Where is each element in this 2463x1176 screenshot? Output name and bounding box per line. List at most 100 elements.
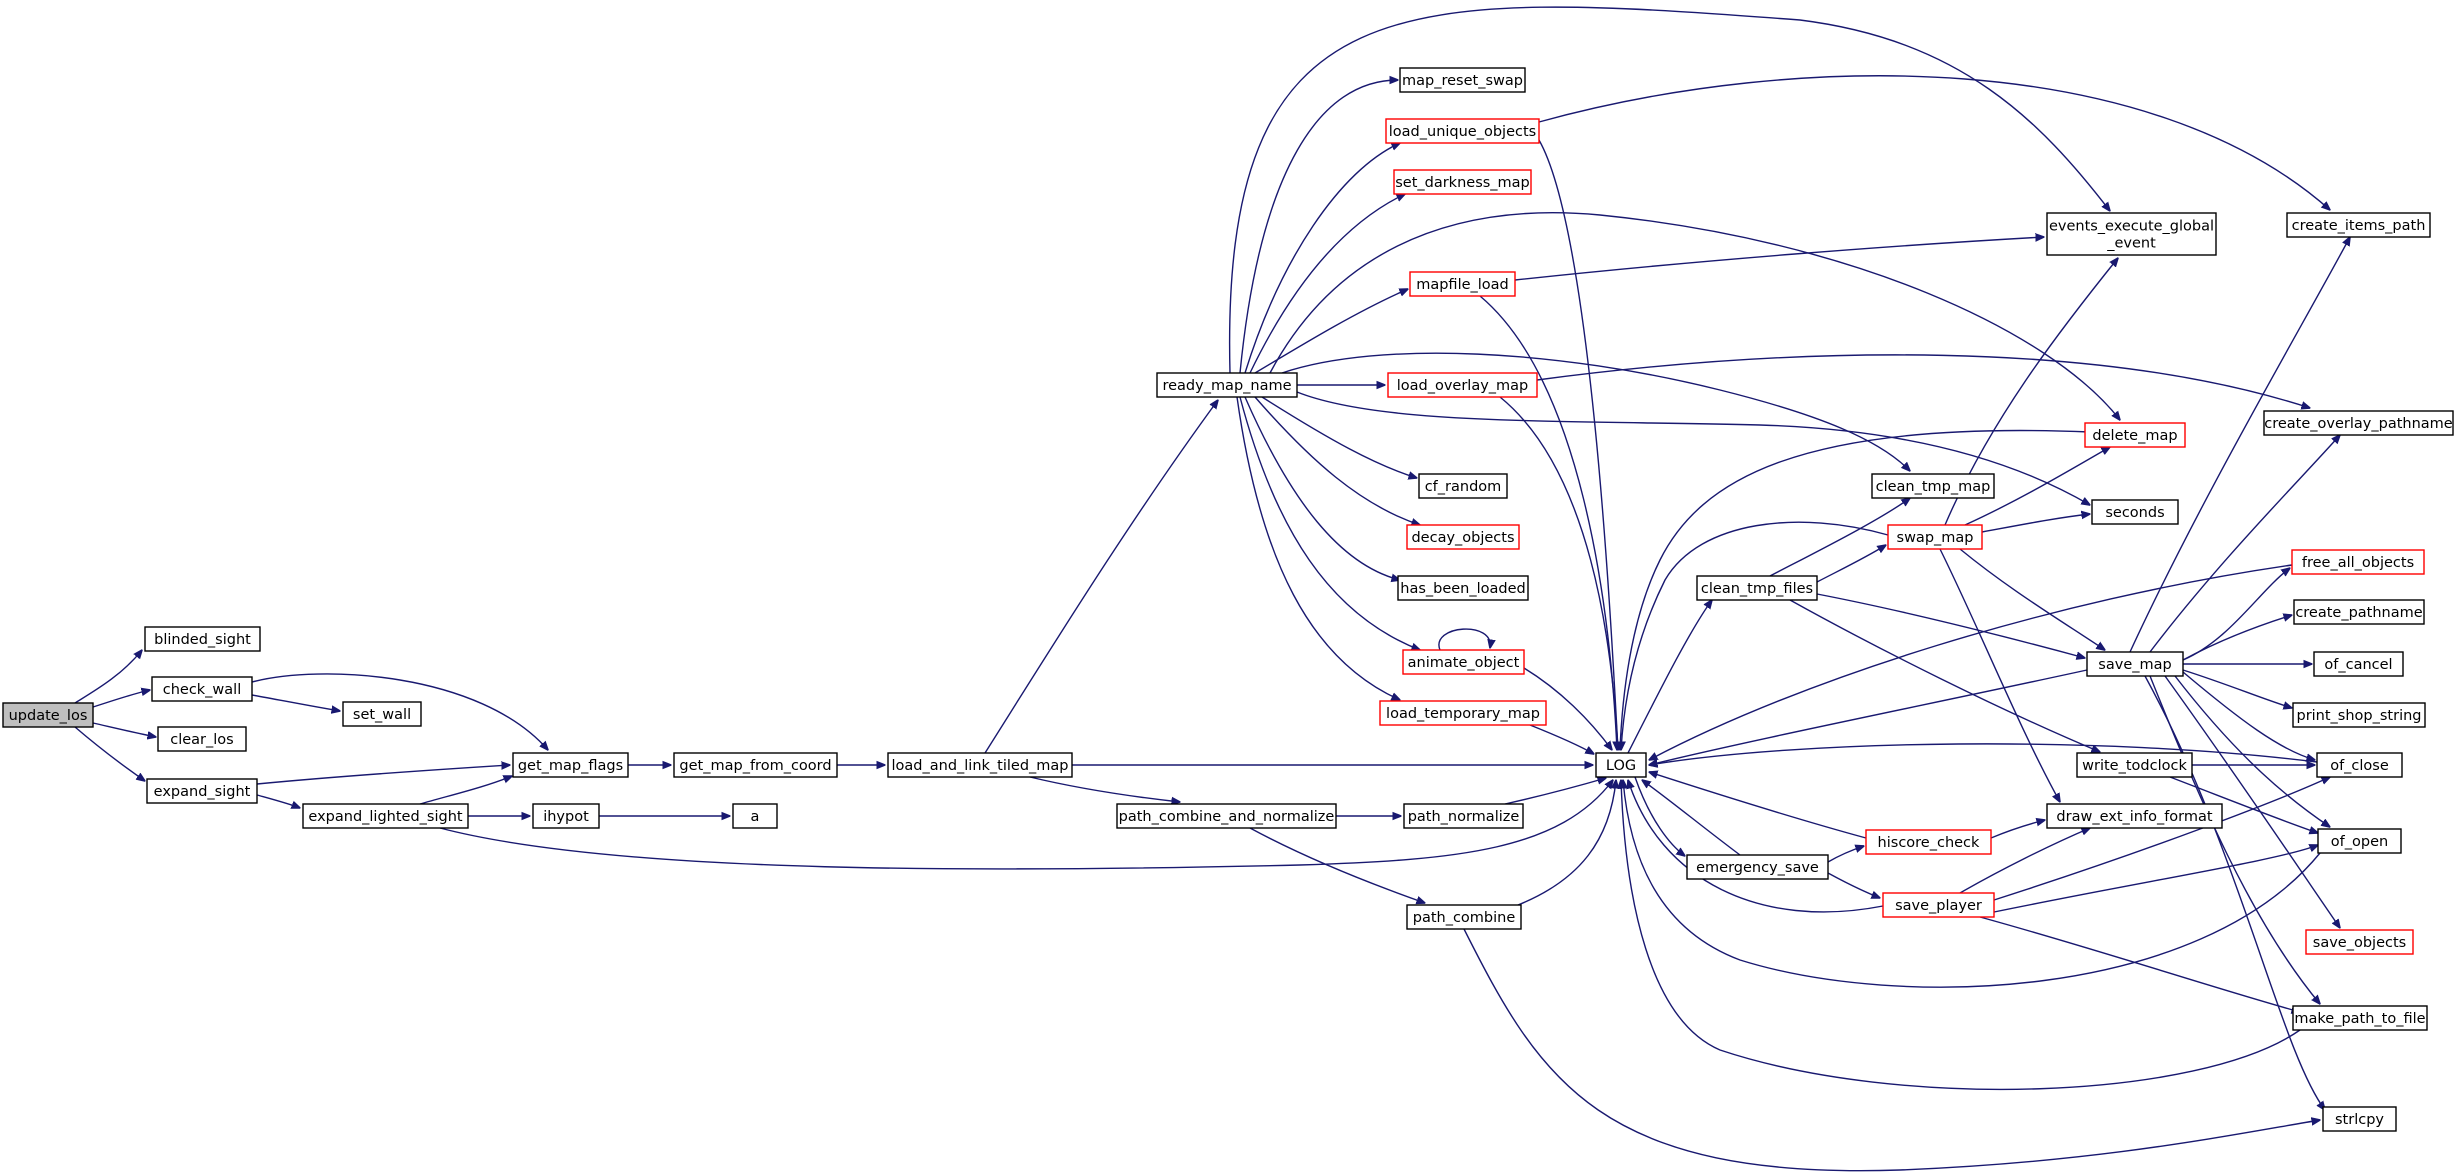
node-draw-ext-info-format[interactable]: draw_ext_info_format (2046, 803, 2223, 829)
node-label: cf_random (1425, 479, 1502, 495)
node-make-path-to-file[interactable]: make_path_to_file (2292, 1005, 2428, 1031)
node-get-map-flags[interactable]: get_map_flags (512, 752, 629, 778)
node-save-map[interactable]: save_map (2086, 651, 2184, 677)
node-events-execute-global-event[interactable]: events_execute_global_event (2046, 212, 2217, 256)
node-load-unique-objects[interactable]: load_unique_objects (1385, 118, 1540, 144)
node-animate-object[interactable]: animate_object (1402, 649, 1525, 675)
node-box (2046, 803, 2223, 829)
node-label: of_cancel (2324, 657, 2392, 673)
edge-load-unique-objects-to-create-items-path (1538, 75, 2330, 210)
node-save-objects[interactable]: save_objects (2305, 929, 2414, 955)
node-save-player[interactable]: save_player (1882, 892, 1995, 918)
edge-swap-map-to-draw-ext-info-format (1939, 548, 2060, 802)
node-clear-los[interactable]: clear_los (157, 726, 247, 752)
edge-expand-lighted-sight-to-LOG (439, 780, 1613, 870)
node-strlcpy[interactable]: strlcpy (2322, 1106, 2397, 1132)
node-label: draw_ext_info_format (2056, 809, 2212, 825)
node-box (302, 803, 469, 829)
node-free-all-objects[interactable]: free_all_objects (2291, 549, 2425, 575)
node-box (1865, 829, 1992, 855)
node-a[interactable]: a (732, 803, 778, 829)
edge-ready-map-name-to-animate-object (1239, 396, 1420, 650)
edge-make-path-to-file-to-LOG (1621, 780, 2301, 1091)
edge-save-map-to-strlcpy (2144, 675, 2325, 1110)
edge-ready-map-name-to-load-temporary-map (1236, 396, 1400, 700)
node-swap-map[interactable]: swap_map (1887, 524, 1983, 550)
node-box (532, 803, 600, 829)
node-expand-lighted-sight[interactable]: expand_lighted_sight (302, 803, 469, 829)
edge-expand-sight-to-expand-lighted-sight (256, 794, 300, 808)
node-create-items-path[interactable]: create_items_path (2286, 212, 2431, 238)
node-box (1156, 372, 1298, 398)
nodes-layer: update_los blinded_sight check_wall clear_l… (2, 67, 2454, 1132)
node-emergency-save[interactable]: emergency_save (1686, 854, 1829, 880)
node-label: create_overlay_pathname (2264, 416, 2453, 432)
edge-path-combine-to-strlcpy (1463, 928, 2320, 1172)
node-box (2322, 1106, 2397, 1132)
node-label: decay_objects (1411, 530, 1514, 546)
node-create-overlay-pathname[interactable]: create_overlay_pathname (2263, 410, 2454, 436)
node-box (1379, 700, 1547, 726)
edge-hiscore-check-to-LOG (1649, 772, 1867, 839)
node-box (1595, 752, 1647, 778)
node-of-cancel[interactable]: of_cancel (2313, 651, 2404, 677)
node-load-overlay-map[interactable]: load_overlay_map (1387, 372, 1538, 398)
node-label: check_wall (163, 682, 242, 698)
node-label: LOG (1606, 758, 1636, 774)
node-label: delete_map (2092, 428, 2177, 444)
node-blinded-sight[interactable]: blinded_sight (144, 626, 261, 652)
edge-clean-tmp-files-to-clean-tmp-map (1769, 498, 1910, 577)
node-of-close[interactable]: of_close (2316, 752, 2403, 778)
node-box (151, 676, 253, 702)
node-set-wall[interactable]: set_wall (342, 701, 422, 727)
node-get-map-from-coord[interactable]: get_map_from_coord (673, 752, 838, 778)
node-load-temporary-map[interactable]: load_temporary_map (1379, 700, 1547, 726)
node-path-combine[interactable]: path_combine (1406, 904, 1522, 930)
node-expand-sight[interactable]: expand_sight (146, 778, 258, 804)
node-map-reset-swap[interactable]: map_reset_swap (1399, 67, 1526, 93)
node-has-been-loaded[interactable]: has_been_loaded (1397, 575, 1529, 601)
node-LOG[interactable]: LOG (1595, 752, 1647, 778)
node-update-los[interactable]: update_los (2, 702, 94, 728)
edge-save-map-to-create-items-path (2129, 237, 2350, 653)
node-clean-tmp-map[interactable]: clean_tmp_map (1871, 473, 1995, 499)
node-decay-objects[interactable]: decay_objects (1406, 524, 1520, 550)
edge-save-player-to-draw-ext-info-format (1959, 828, 2090, 894)
node-ready-map-name[interactable]: ready_map_name (1156, 372, 1298, 398)
edge-ready-map-name-to-map-reset-swap (1239, 80, 1398, 374)
edge-update-los-to-expand-sight (74, 726, 145, 781)
node-label: set_wall (353, 707, 411, 723)
edge-swap-map-to-save-map (1959, 548, 2105, 650)
edge-mapfile-load-to-events-execute-global-event (1514, 237, 2044, 281)
node-ihypot[interactable]: ihypot (532, 803, 600, 829)
node-cf-random[interactable]: cf_random (1418, 473, 1508, 499)
node-set-darkness-map[interactable]: set_darkness_map (1393, 169, 1532, 195)
node-path-combine-and-normalize[interactable]: path_combine_and_normalize (1116, 803, 1337, 829)
edge-swap-map-to-seconds (1981, 514, 2090, 533)
edge-hiscore-check-to-draw-ext-info-format (1990, 820, 2045, 839)
node-write-todclock[interactable]: write_todclock (2076, 752, 2193, 778)
node-path-normalize[interactable]: path_normalize (1403, 803, 1524, 829)
node-clean-tmp-files[interactable]: clean_tmp_files (1696, 575, 1818, 601)
node-box (1397, 575, 1529, 601)
node-delete-map[interactable]: delete_map (2084, 422, 2186, 448)
node-create-pathname[interactable]: create_pathname (2293, 599, 2425, 625)
node-check-wall[interactable]: check_wall (151, 676, 253, 702)
edge-save-player-to-make-path-to-file (1979, 916, 2300, 1012)
node-mapfile-load[interactable]: mapfile_load (1409, 271, 1516, 297)
edge-expand-lighted-sight-to-get-map-flags (419, 776, 512, 805)
node-label: strlcpy (2335, 1112, 2384, 1128)
node-box (2305, 929, 2414, 955)
edge-check-wall-to-get-map-flags (251, 673, 548, 750)
node-of-open[interactable]: of_open (2317, 828, 2402, 854)
node-hiscore-check[interactable]: hiscore_check (1865, 829, 1992, 855)
node-box (887, 752, 1073, 778)
node-label: save_objects (2313, 935, 2406, 951)
node-box (2292, 1005, 2428, 1031)
node-load-and-link-tiled-map[interactable]: load_and_link_tiled_map (887, 752, 1073, 778)
node-seconds[interactable]: seconds (2091, 499, 2179, 525)
node-box (1406, 524, 1520, 550)
edge-ready-map-name-to-seconds (1296, 391, 2090, 505)
edge-clean-tmp-files-to-save-map (1816, 593, 2085, 658)
node-print-shop-string[interactable]: print_shop_string (2292, 702, 2426, 728)
